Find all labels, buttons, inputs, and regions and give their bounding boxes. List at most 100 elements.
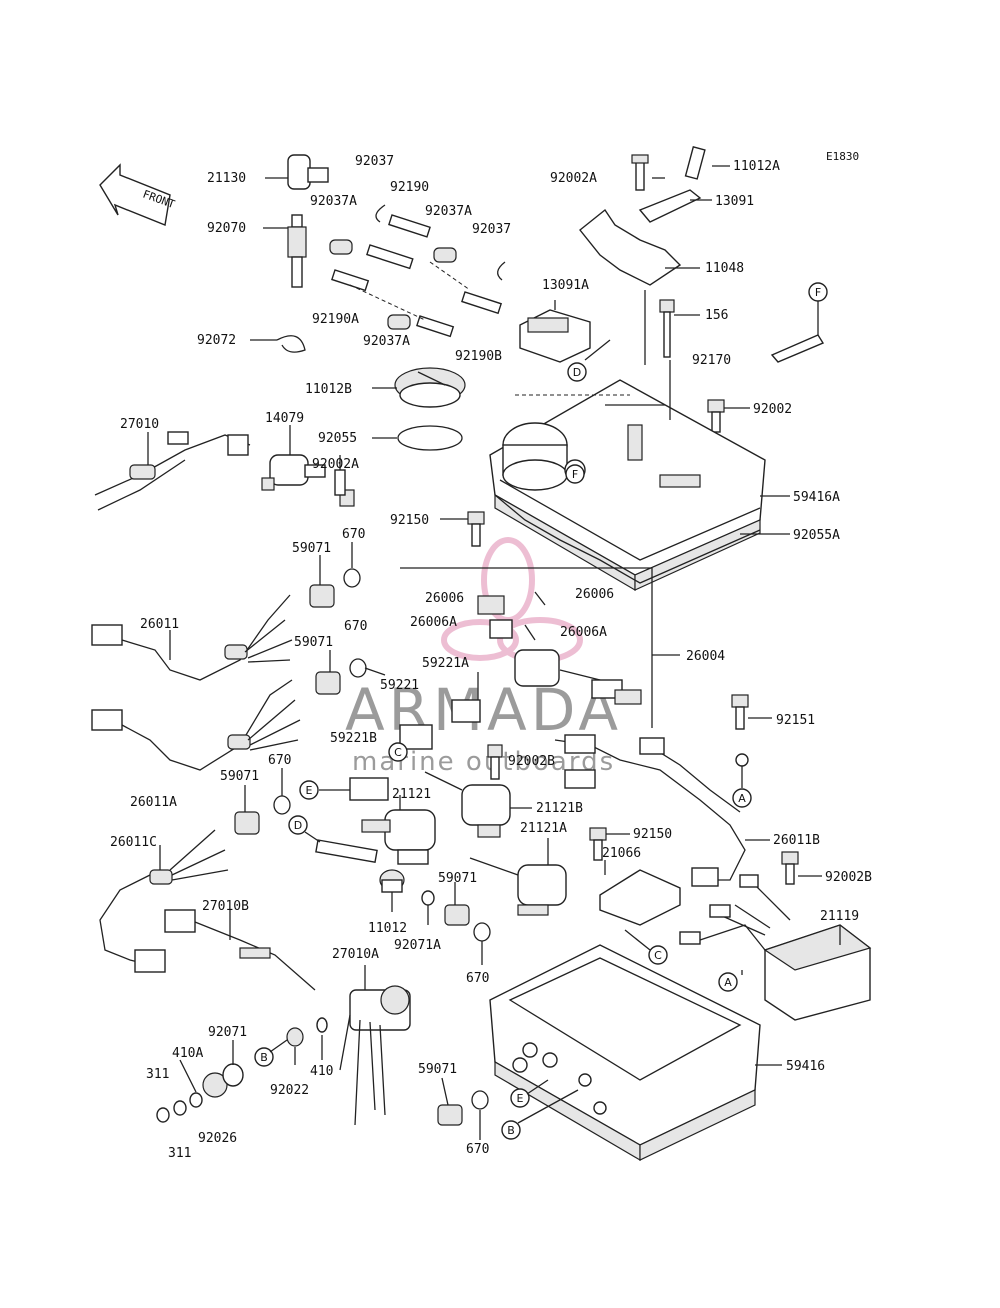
watermark-brand: ARMADA [345, 676, 622, 744]
part-label: 21121A [520, 821, 567, 836]
callout-C-2: C [648, 945, 668, 965]
svg-text:E: E [517, 1092, 524, 1105]
part-label: 92037A [310, 194, 357, 209]
svg-text:C: C [394, 746, 402, 759]
part-label: 26004 [686, 649, 725, 664]
part-21130-icon [287, 154, 329, 190]
part-label: 13091 [715, 194, 754, 209]
part-label: 11048 [705, 261, 744, 276]
part-label: 92002B [825, 870, 872, 885]
harness-26004-icon [514, 649, 746, 887]
part-label: 59071 [294, 635, 333, 650]
harness-26011A-icon [91, 679, 301, 771]
sensor-14079-icon [261, 454, 326, 491]
part-label: 92150 [390, 513, 429, 528]
part-label: 13091A [542, 278, 589, 293]
part-label: 92190B [455, 349, 502, 364]
watermark [441, 537, 583, 663]
part-label: 59221A [422, 656, 469, 671]
part-label: 26011 [140, 617, 179, 632]
bolt-156-icon [659, 299, 675, 358]
part-label: 59416 [786, 1059, 825, 1074]
part-label: 26006 [575, 587, 614, 602]
part-label: 311 [146, 1067, 169, 1082]
part-label: 11012 [368, 921, 407, 936]
svg-text:E: E [306, 784, 313, 797]
part-label: 27010 [120, 417, 159, 432]
part-label: 59071 [292, 541, 331, 556]
part-label: 92002B [508, 754, 555, 769]
part-label: 92055 [318, 431, 357, 446]
oring-670-center-icon [473, 922, 491, 942]
part-label: 26006A [560, 625, 607, 640]
connector-26006-icon [477, 591, 546, 641]
grommet-icon [234, 584, 341, 835]
module-21119-icon [679, 874, 872, 1021]
part-label: 21121B [536, 801, 583, 816]
part-label: 92002A [550, 171, 597, 186]
part-label: 92070 [207, 221, 246, 236]
part-label: 92037A [363, 334, 410, 349]
bolt-92151-icon [731, 694, 749, 767]
cap-11012-icon [379, 869, 405, 893]
part-label: 26011C [110, 835, 157, 850]
harness-26011C-icon [99, 829, 229, 973]
callout-B-1: B [254, 1047, 274, 1067]
bolt-92002-icon [707, 399, 725, 433]
callout-C-1: C [388, 742, 408, 762]
bolt-92002B-icon [487, 744, 503, 780]
grommet-59071-center-icon [421, 890, 470, 926]
part-label: 156 [705, 308, 728, 323]
part-label: 92037A [425, 204, 472, 219]
part-label: 92151 [776, 713, 815, 728]
part-label: 26006A [410, 615, 457, 630]
part-label: 26011B [773, 833, 820, 848]
part-label: 92190A [312, 312, 359, 327]
part-label: 670 [268, 753, 291, 768]
rod-D-icon [315, 839, 378, 864]
part-label: 92026 [198, 1131, 237, 1146]
svg-text:A: A [724, 976, 732, 989]
connector-59221-icon [399, 699, 481, 750]
part-label: 92002 [753, 402, 792, 417]
svg-text:D: D [294, 819, 302, 832]
part-label: 26006 [425, 591, 464, 606]
part-label: 59416A [793, 490, 840, 505]
gasket-92055A-icon [494, 494, 761, 584]
part-label: 59071 [220, 769, 259, 784]
harness-27010B-icon [164, 909, 316, 991]
part-label: 92072 [197, 333, 236, 348]
part-label: 92037 [355, 154, 394, 169]
svg-text:C: C [654, 949, 662, 962]
callout-E-1: E [299, 780, 319, 800]
part-label: 27010A [332, 947, 379, 962]
washer-set-icon [156, 1017, 328, 1123]
part-label: 92055A [793, 528, 840, 543]
callout-F-1: F [808, 282, 828, 302]
part-label: 92071A [394, 938, 441, 953]
svg-text:A: A [738, 792, 746, 805]
strip-F-icon [770, 300, 825, 363]
part-label: 21066 [602, 846, 641, 861]
part-label: 59071 [438, 871, 477, 886]
switch-27010A-icon [339, 985, 411, 1126]
bolt-92002A-icon [334, 469, 355, 507]
part-label: 21121 [392, 787, 431, 802]
cap-11012B-icon [394, 367, 466, 408]
part-label: 59221B [330, 731, 377, 746]
svg-text:F: F [572, 468, 578, 481]
spark-plug-icon [287, 214, 307, 288]
svg-text:B: B [507, 1124, 515, 1137]
part-label: 92071 [208, 1025, 247, 1040]
callout-D-2: D [288, 815, 308, 835]
part-label: 92190 [390, 180, 429, 195]
part-label: 14079 [265, 411, 304, 426]
harness-27010-icon [94, 431, 251, 511]
callout-B-2: B [501, 1120, 521, 1140]
part-label: 92037 [472, 222, 511, 237]
part-label: 92150 [633, 827, 672, 842]
svg-text:B: B [260, 1051, 268, 1064]
part-label: 21119 [820, 909, 859, 924]
part-label: 11012B [305, 382, 352, 397]
part-label: 27010B [202, 899, 249, 914]
